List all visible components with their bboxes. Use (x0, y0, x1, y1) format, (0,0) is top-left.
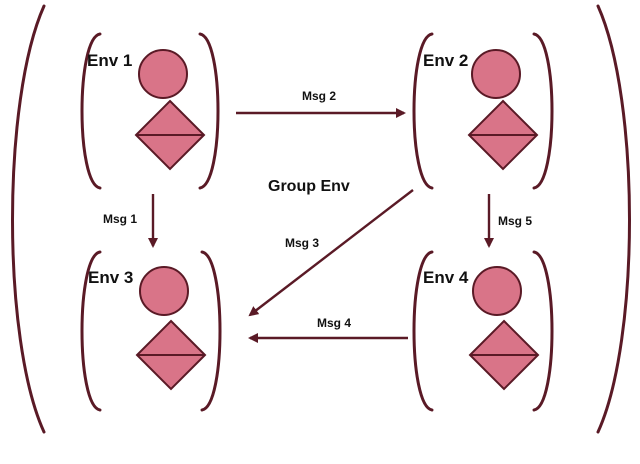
env-2-box: Env 2 (412, 32, 554, 190)
agent-icon (134, 49, 206, 171)
env-1-box: Env 1 (80, 32, 220, 190)
env-4-left-bracket (412, 250, 434, 412)
env-2-label: Env 2 (423, 51, 468, 70)
env-3-box: Env 3 (80, 250, 222, 412)
agent-icon (467, 49, 539, 171)
group-env-left-bracket (11, 4, 46, 434)
env-3-label: Env 3 (88, 268, 133, 287)
env-1-left-bracket (80, 32, 102, 190)
group-env-right-bracket (596, 4, 631, 434)
msg-1-label: Msg 1 (103, 212, 137, 226)
msg-5-label: Msg 5 (498, 214, 532, 228)
env-3-right-bracket (200, 250, 222, 412)
env-1-right-bracket (198, 32, 220, 190)
env-3-left-bracket (80, 250, 102, 412)
env-4-box: Env 4 (412, 250, 554, 412)
msg-3-arrow (248, 189, 414, 317)
env-2-right-bracket (532, 32, 554, 190)
env-4-label: Env 4 (423, 268, 469, 287)
env-4-right-bracket (532, 250, 554, 412)
msg-4-label: Msg 4 (317, 316, 351, 330)
msg-3-label: Msg 3 (285, 236, 319, 250)
agent-icon (468, 266, 540, 391)
agent-icon (135, 266, 207, 391)
group-env-label: Group Env (268, 178, 350, 195)
env-2-left-bracket (412, 32, 434, 190)
msg-2-label: Msg 2 (302, 89, 336, 103)
env-1-label: Env 1 (87, 51, 132, 70)
